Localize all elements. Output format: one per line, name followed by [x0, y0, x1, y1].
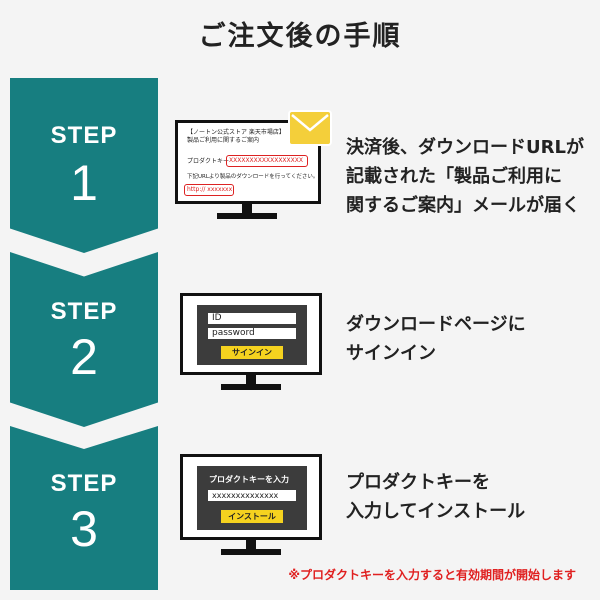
step-3-label: STEP — [50, 470, 118, 497]
install-button[interactable]: インストール — [221, 510, 283, 523]
step-3-description: プロダクトキーを 入力してインストール — [346, 472, 526, 522]
signin-panel: ID password サインイン — [197, 305, 307, 365]
step-3-monitor: プロダクトキーを入力 xxxxxxxxxxxxxx インストール — [180, 454, 322, 562]
product-key-value: XXXXXXXXXXXXXXXXXX — [226, 155, 308, 167]
id-field[interactable]: ID — [208, 313, 296, 324]
monitor-screen: プロダクトキーを入力 xxxxxxxxxxxxxx インストール — [180, 454, 322, 540]
page-title: ご注文後の手順 — [198, 21, 402, 52]
password-field[interactable]: password — [208, 328, 296, 339]
step-2-monitor: ID password サインイン — [180, 293, 322, 395]
step-3-number: 3 — [70, 501, 98, 557]
mail-envelope-icon — [288, 110, 332, 146]
step-1-label: STEP — [50, 122, 118, 149]
step-1-description: 決済後、ダウンロードURLが 記載された「製品ご利用に 関するご案内」メールが届… — [346, 137, 584, 216]
download-instruction: 下記URLより製品のダウンロードを行ってください。 — [187, 174, 319, 180]
install-panel: プロダクトキーを入力 xxxxxxxxxxxxxx インストール — [197, 466, 307, 530]
step-2-chevron — [10, 252, 158, 427]
product-key-field[interactable]: xxxxxxxxxxxxxx — [208, 490, 296, 501]
signin-button[interactable]: サインイン — [221, 346, 283, 359]
step-1-chevron — [10, 78, 158, 253]
monitor-screen: ID password サインイン — [180, 293, 322, 375]
install-panel-title: プロダクトキーを入力 — [209, 475, 289, 484]
step-2-number: 2 — [70, 329, 98, 385]
step-2-label: STEP — [50, 298, 118, 325]
step-2-description: ダウンロードページに サインイン — [346, 314, 526, 364]
email-heading-2: 製品ご利用に関するご案内 — [187, 137, 260, 144]
step-1-number: 1 — [70, 155, 98, 211]
email-heading-1: 【ノートン公式ストア 楽天市場店】 — [187, 129, 285, 136]
step-3-chevron — [10, 426, 158, 590]
step-1-monitor: 【ノートン公式ストア 楽天市場店】 製品ご利用に関するご案内 プロダクトキー X… — [175, 120, 321, 224]
activation-footnote: ※プロダクトキーを入力すると有効期間が開始します — [288, 568, 576, 582]
product-key-label: プロダクトキー — [187, 158, 230, 165]
download-url: http:// xxxxxxx — [184, 184, 234, 196]
